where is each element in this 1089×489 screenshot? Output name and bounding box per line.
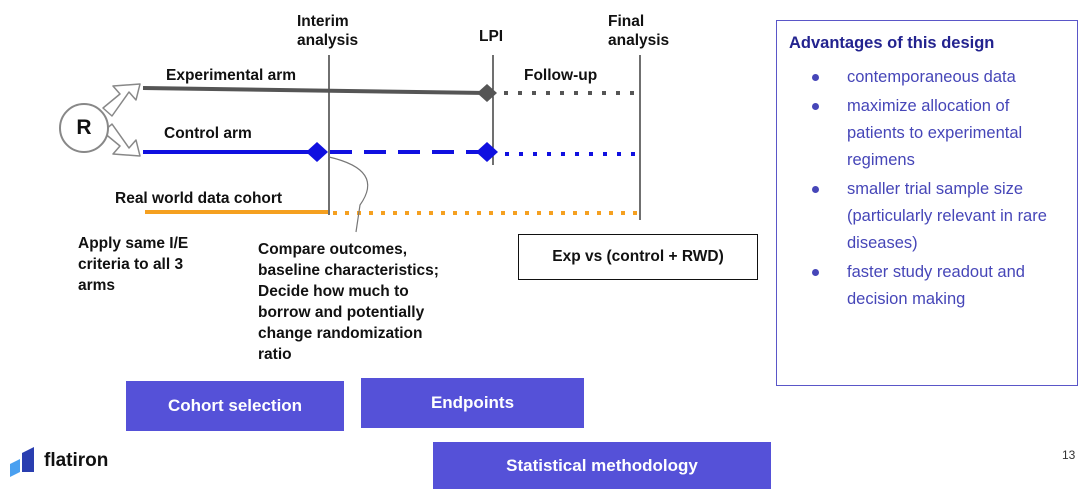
exp-vs-control-rwd-label: Exp vs (control + RWD): [552, 248, 724, 265]
branch-arrow-upper: [102, 83, 141, 117]
flatiron-logo-icon: [10, 447, 34, 477]
callout-pointer: [328, 156, 369, 233]
flatiron-logo-text: flatiron: [44, 450, 109, 471]
advantages-panel: Advantages of this design contemporaneou…: [776, 20, 1078, 386]
rwd-cohort-label: Real world data cohort: [115, 190, 283, 207]
bullet-icon: [812, 103, 819, 110]
experimental-arm-line: [142, 86, 488, 95]
bullet-icon: [812, 269, 819, 276]
control-interim-diamond: [306, 142, 328, 162]
interim-analysis-label: Interim analysis: [297, 13, 359, 49]
advantage-item: smaller trial sample size (particularly …: [777, 176, 1077, 257]
randomization-label: R: [76, 116, 92, 139]
control-arm-label: Control arm: [164, 125, 252, 142]
compare-outcomes-note: Compare outcomes, baseline characteristi…: [258, 241, 439, 363]
advantage-item: faster study readout and decision making: [777, 259, 1077, 313]
final-analysis-label: Final analysis: [608, 13, 670, 49]
page-number: 13: [1062, 448, 1076, 462]
advantage-item: maximize allocation of patients to exper…: [777, 93, 1077, 174]
follow-up-label: Follow-up: [524, 67, 598, 84]
apply-ie-note: Apply same I/E criteria to all 3 arms: [78, 235, 189, 294]
experimental-lpi-diamond: [477, 84, 497, 102]
bullet-icon: [812, 186, 819, 193]
statistical-methodology-button[interactable]: Statistical methodology: [433, 442, 771, 489]
exp-vs-control-rwd-box: Exp vs (control + RWD): [518, 234, 758, 280]
branch-arrow-lower: [102, 123, 141, 157]
advantage-item: contemporaneous data: [777, 64, 1077, 91]
bullet-icon: [812, 74, 819, 81]
cohort-selection-button[interactable]: Cohort selection: [126, 381, 344, 431]
control-lpi-diamond: [476, 142, 498, 162]
advantages-list: contemporaneous data maximize allocation…: [777, 64, 1077, 315]
lpi-label: LPI: [479, 28, 504, 45]
randomization-circle: [59, 103, 109, 153]
experimental-arm-label: Experimental arm: [166, 67, 297, 84]
endpoints-button[interactable]: Endpoints: [361, 378, 584, 428]
advantages-title: Advantages of this design: [789, 34, 995, 52]
